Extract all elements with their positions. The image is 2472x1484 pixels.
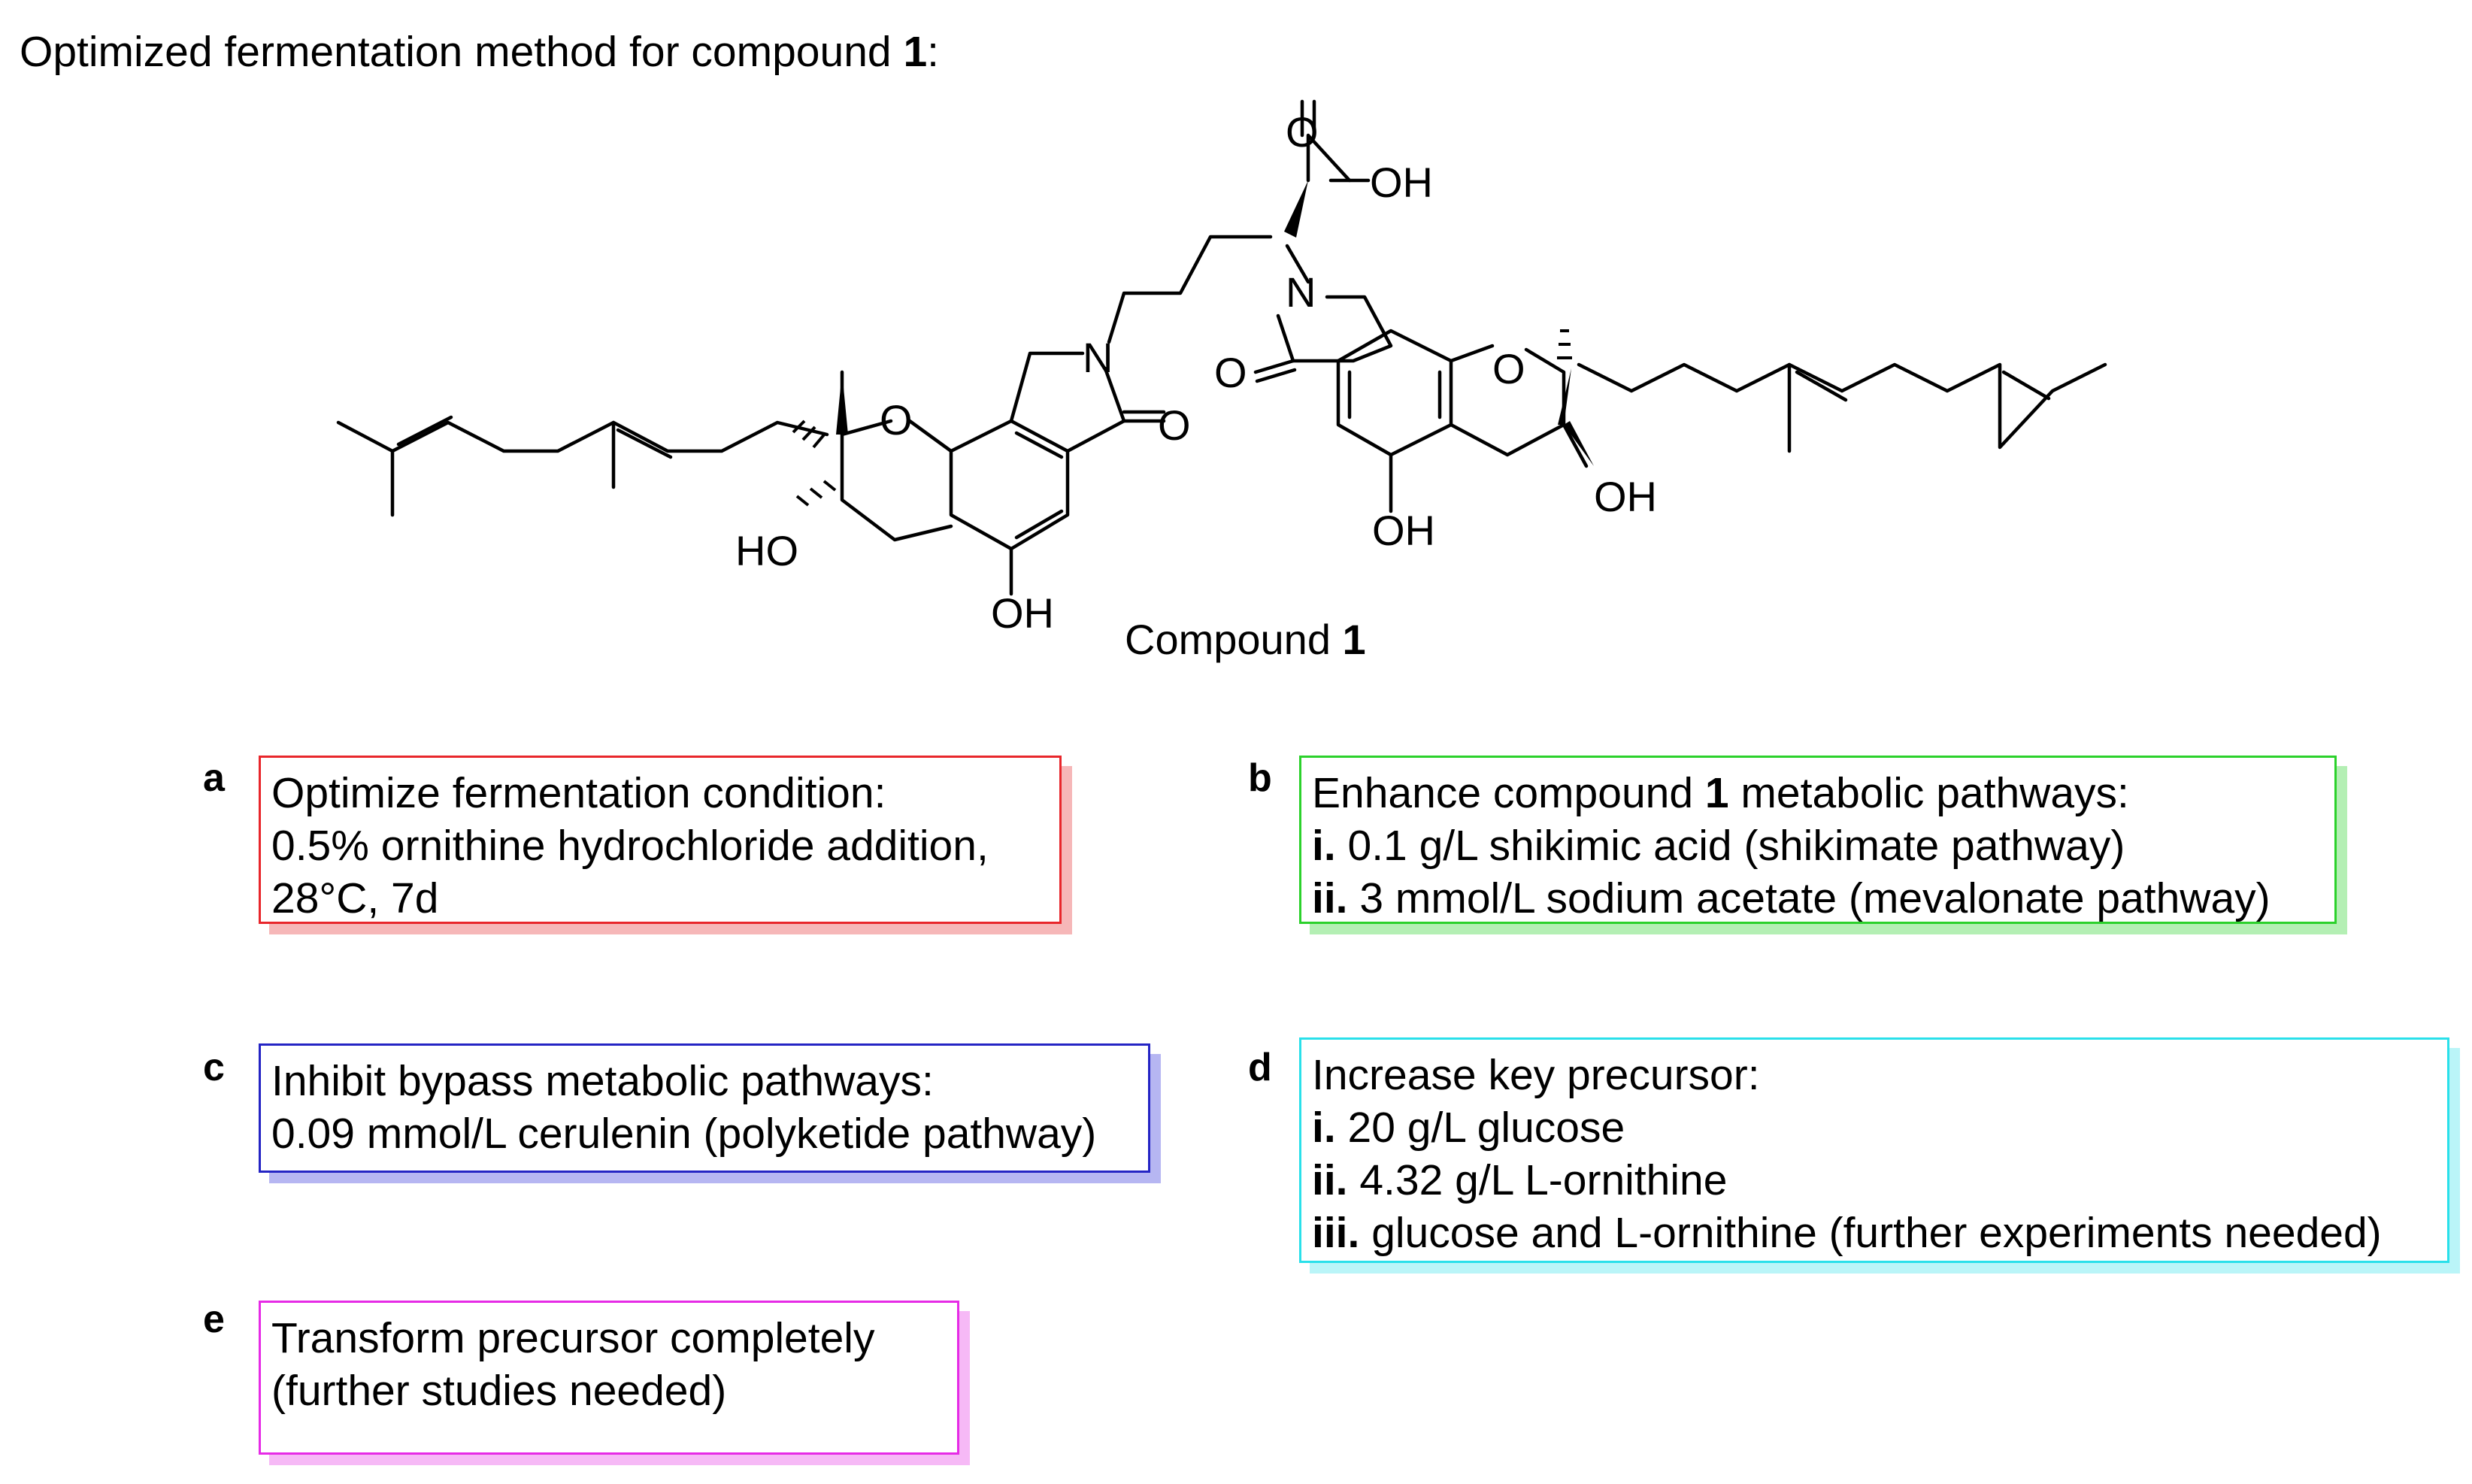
panel-b-heading: Enhance compound 1 metabolic pathways: (1312, 769, 2129, 817)
panel-d-item: ii. 4.32 g/L L-ornithine (1312, 1156, 1728, 1204)
panel-d-heading: Increase key precursor: (1312, 1051, 1760, 1099)
atom-ho-left: HO (735, 527, 798, 574)
atom-o-ring-right: O (1492, 345, 1525, 392)
panel-e-box: Transform precursor completely (further … (259, 1301, 959, 1455)
panel-c-letter: c (203, 1046, 225, 1089)
atom-oh-right: OH (1594, 473, 1657, 520)
compound-caption: Compound 1 (1125, 616, 1366, 663)
panel-b-box: Enhance compound 1 metabolic pathways: i… (1299, 756, 2337, 924)
atom-oh-carboxyl: OH (1370, 159, 1433, 206)
panel-a-line: Optimize fermentation condition: (271, 769, 886, 817)
panel-e-line: Transform precursor completely (271, 1314, 875, 1362)
panel-c-line: Inhibit bypass metabolic pathways: (271, 1057, 934, 1105)
atom-oh-phenol-left: OH (991, 589, 1054, 637)
atom-o-ketone-right: O (1214, 349, 1247, 396)
panel-b-item: i. 0.1 g/L shikimic acid (shikimate path… (1312, 822, 2125, 870)
panel-d-item: i. 20 g/L glucose (1312, 1104, 1625, 1152)
panel-a-letter: a (203, 756, 225, 800)
atom-n-left: N (1083, 334, 1113, 381)
panel-d-item: iii. glucose and L-ornithine (further ex… (1312, 1209, 2382, 1257)
panel-e-line: (further studies needed) (271, 1367, 727, 1415)
panel-a-line: 28°C, 7d (271, 874, 439, 922)
atom-n-right: N (1286, 268, 1316, 316)
panel-d-box: Increase key precursor: i. 20 g/L glucos… (1299, 1037, 2449, 1263)
panel-b-letter: b (1248, 756, 1272, 800)
atom-oh-phenol-right: OH (1372, 507, 1435, 554)
panel-c-line: 0.09 mmol/L cerulenin (polyketide pathwa… (271, 1110, 1097, 1158)
panel-a-line: 0.5% ornithine hydrochloride addition, (271, 822, 989, 870)
atom-o-ketone-left: O (1158, 401, 1191, 449)
panel-c-box: Inhibit bypass metabolic pathways: 0.09 … (259, 1043, 1150, 1173)
atom-o-carboxyl: O (1286, 108, 1319, 156)
panel-e-letter: e (203, 1298, 225, 1341)
panel-b-item: ii. 3 mmol/L sodium acetate (mevalonate … (1312, 874, 2271, 922)
panel-a-box: Optimize fermentation condition: 0.5% or… (259, 756, 1062, 924)
atom-o-ring-left: O (880, 396, 913, 444)
figure-title: Optimized fermentation method for compou… (20, 28, 939, 76)
panel-d-letter: d (1248, 1046, 1272, 1089)
